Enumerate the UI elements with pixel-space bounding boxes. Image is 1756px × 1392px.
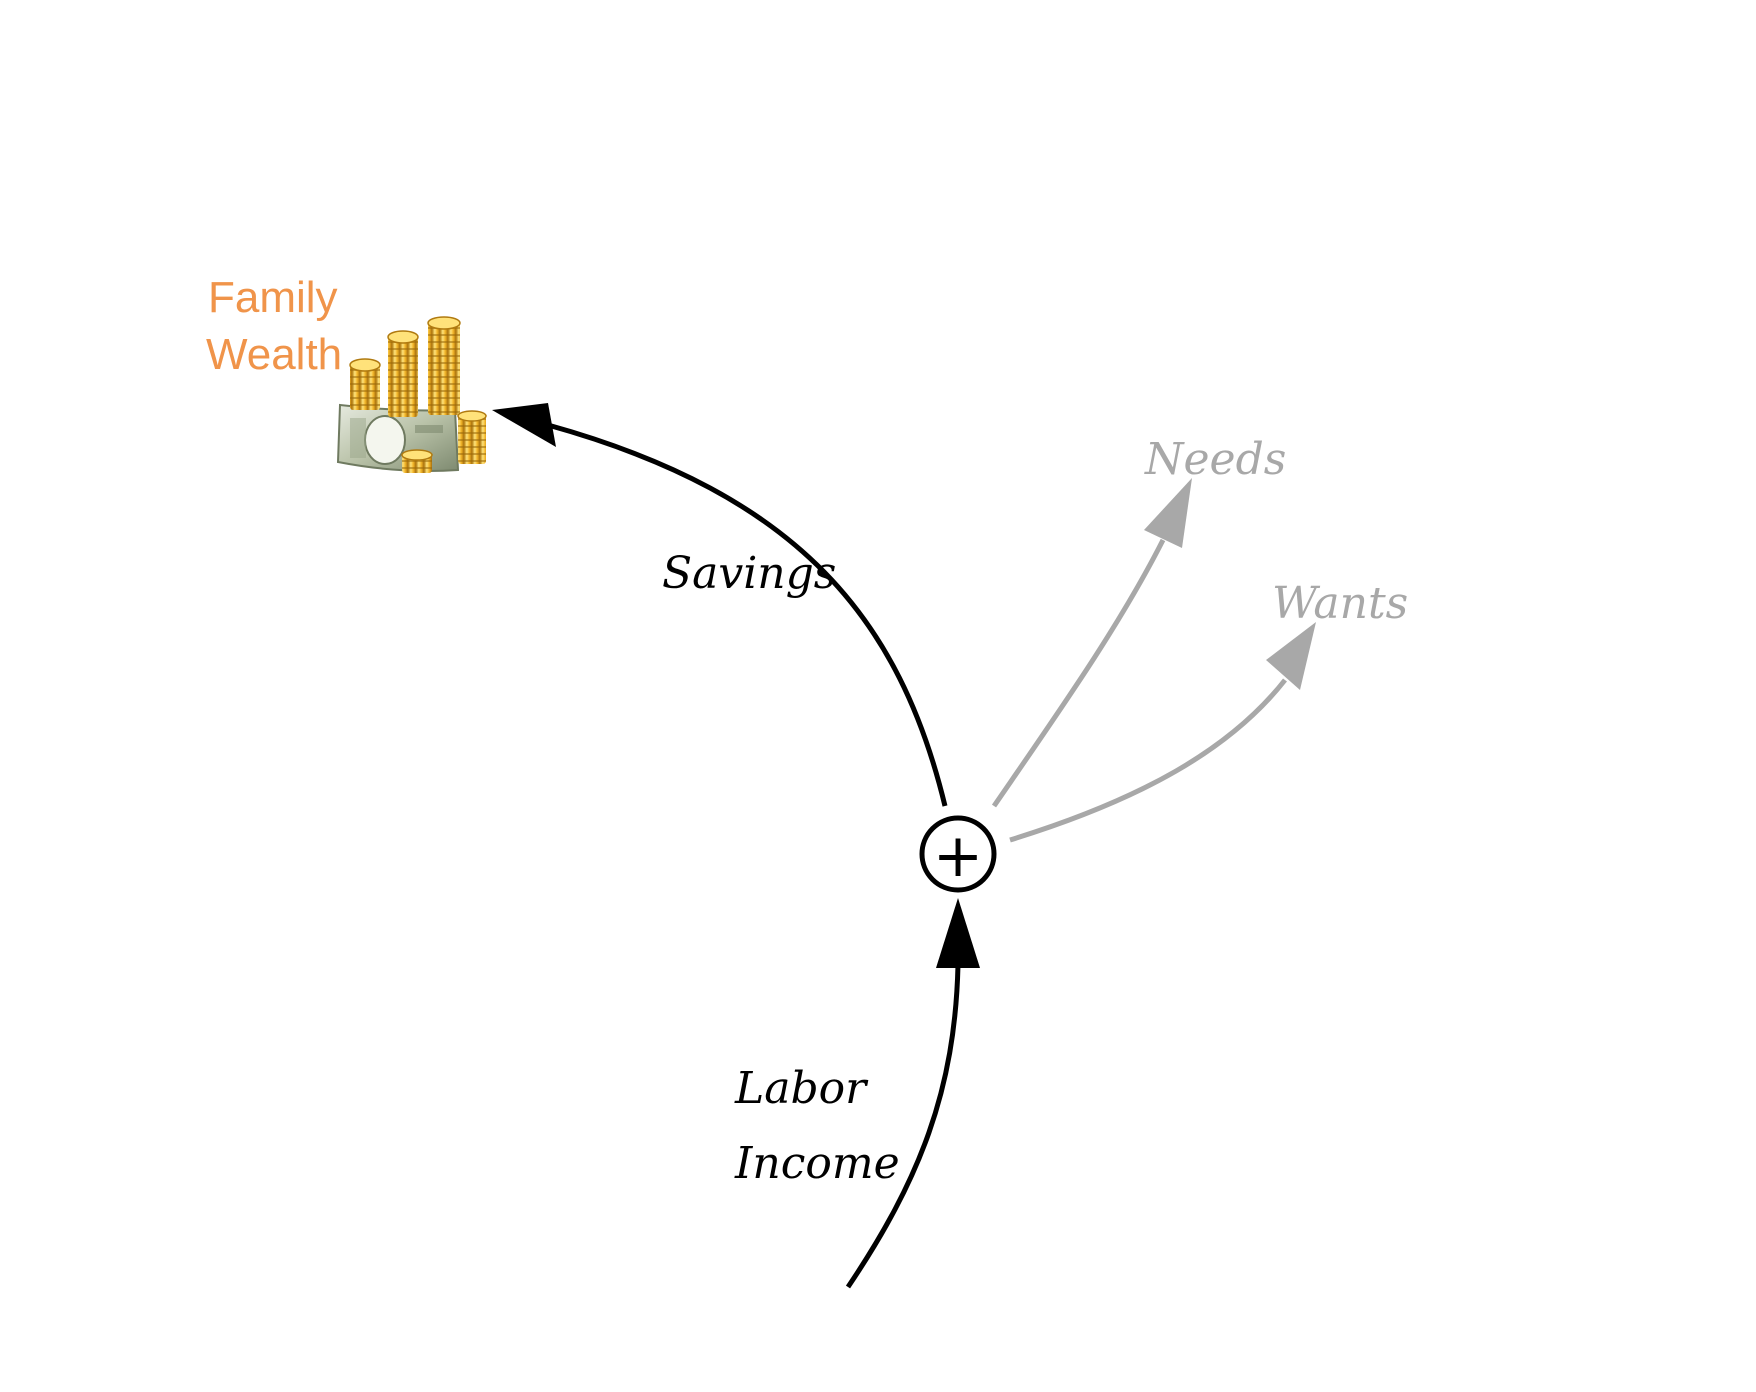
labor-income-flow-arrow: [845, 964, 961, 1289]
needs-label: Needs: [1144, 434, 1286, 485]
node-symbol: +: [933, 821, 983, 891]
stock-label-line2: Wealth: [206, 330, 342, 379]
savings-flow-arrow: [547, 422, 948, 807]
wants-arrowhead: [1266, 622, 1316, 690]
labor-income-label-line1: Labor: [734, 1063, 869, 1114]
plus-circle-icon: [919, 815, 997, 893]
savings-arrowhead: [492, 403, 556, 447]
stock-label-line1: Family: [208, 273, 338, 322]
labor-income-label-line2: Income: [734, 1138, 900, 1189]
labor-income-arrowhead: [936, 898, 980, 968]
savings-label: Savings: [662, 548, 836, 599]
needs-flow-arrow: [991, 538, 1166, 808]
wants-flow-arrow: [1009, 678, 1287, 843]
wants-label: Wants: [1272, 578, 1408, 629]
money-coins-icon: [336, 316, 487, 473]
needs-arrowhead: [1144, 478, 1192, 548]
